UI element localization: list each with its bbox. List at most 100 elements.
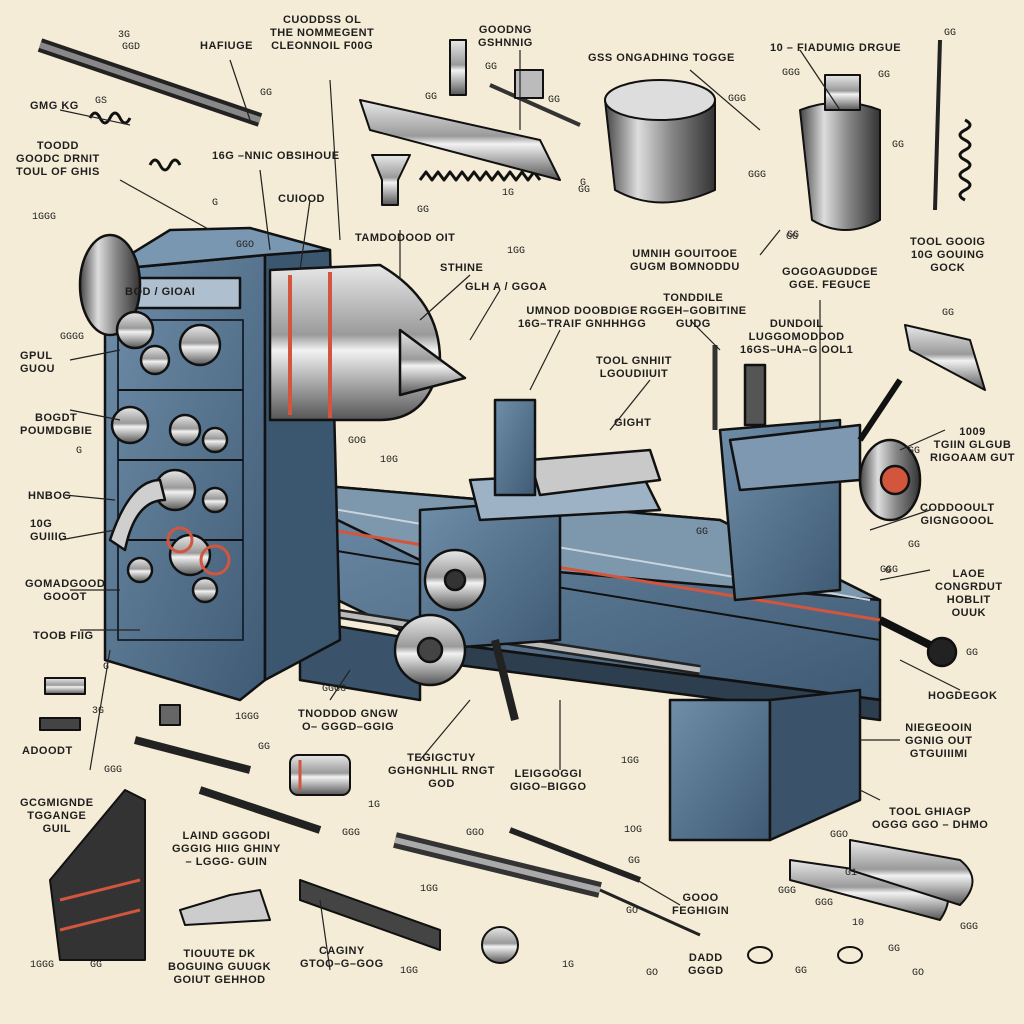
headstock [78,226,467,702]
part-number: GGGG [322,684,347,695]
part-number: GG [786,232,799,243]
part-number: G [885,566,892,577]
part-number: 1G [502,188,515,199]
label-16g-obsihoue: 16G –NNIC OBSIHOUE [212,150,340,162]
label-gcgmigndE: GCGMIGNDE TGGANGE GUIL [20,797,94,835]
part-number: GGG [728,94,747,105]
part-number: GG [908,446,921,457]
exploded-parts [37,38,986,964]
label-tool-gooig: TOOL GOOIG 10G GOUING GOCK [910,236,986,274]
part-number: GGG [104,765,123,776]
label-laoe: LAOE CONGRDUT HOBLIT OUUK [935,568,1003,619]
label-tiouute: TIOUUTE DK BOGUING GUUGK GOIUT GEHHOD [168,948,272,986]
part-number: GGG [748,170,767,181]
part-number: GG [878,70,891,81]
label-bogdt: BOGDT POUMDGBIE [20,412,93,437]
label-tool-drnit: TOODD GOODC DRNIT TOUL OF GHIS [16,140,100,178]
part-number: GGG [960,922,979,933]
label-tamdodood: TAMDODOOD OIT [355,232,456,244]
part-number: 1GG [621,756,640,767]
part-number: GG [258,742,271,753]
part-number: GGO [236,240,255,251]
part-number: G [103,662,110,673]
part-number: GG [425,92,438,103]
leader-lines [59,49,961,971]
tailstock [712,345,958,668]
label-hafiuge: HAFIUGE [200,40,253,52]
label-gight: GIGHT [614,417,652,429]
label-umnod: UMNOD DOOBDIGE 16G–TRAIF GNHHHGG [518,305,647,330]
carriage [393,398,662,721]
lathe-bed [249,478,882,842]
part-number: 10G [380,455,399,466]
label-cuiood: CUIOOD [278,193,325,205]
part-number: GS [95,96,108,107]
part-number: GGG [778,886,797,897]
part-number: GG [548,95,561,106]
part-number: GGGG [60,332,85,343]
label-adoodt: ADOODT [22,745,73,757]
label-hnbog: HNBOG [28,490,72,502]
label-gomadgood: GOMADGOOD GOOOT [25,578,106,603]
label-tool-ghiagp: TOOL GHIAGP OGGG GGO – DHMO [872,806,989,831]
part-number: GG [787,230,800,241]
part-number: GG [628,856,641,867]
part-number: 1GG [400,966,419,977]
part-number: 1GGG [235,712,260,723]
label-fiadumig-drgue: 10 – FIADUMIG DRGUE [770,42,902,54]
label-dadd: DADD GGGD [688,952,724,977]
part-number: GG [485,62,498,73]
label-caginy: CAGINY GTOO–G–GOG [300,945,384,970]
label-tnoddod: TNODDOD GNGW O– GGGD–GGIG [298,708,399,733]
part-number: 1GGG [30,960,55,971]
part-number: 3G [118,30,131,41]
part-number: GG [908,540,921,551]
label-glh-goa: GLH A / GGOA [465,281,548,293]
part-number: GGG [782,68,801,79]
label-gooo: GOOO FEGHIGIN [672,892,730,917]
label-loading-toggle: GSS ONGADHING TOGGE [588,52,735,64]
part-number: GGG [880,565,899,576]
part-number: 1G [368,800,381,811]
label-spindle-assembly: CUODDSS OL THE NOMMEGENT CLEONNOIL F00G [270,14,375,52]
part-number: GG [944,28,957,39]
part-number: GG [90,960,103,971]
part-number: GG [942,308,955,319]
label-goodng: GOODNG GSHNNIG [478,24,533,49]
part-number: 10 [852,918,865,929]
part-number: 1GG [420,884,439,895]
label-laind-gggodi: LAIND GGGODI GGGIG HIIG GHINY – LGGG- GU… [172,830,281,868]
part-number: GGG [342,828,361,839]
label-toob-fiig: TOOB FIIG [33,630,94,642]
part-number: G [76,446,83,457]
label-gmg-kg: GMG KG [30,100,79,112]
part-number: 1GGG [32,212,57,223]
part-number: GGO [466,828,485,839]
part-number: GG [260,88,273,99]
label-dundoil: DUNDOIL LUGGOMODDOD 16GS–UHA–G OOL1 [740,318,854,356]
label-coddooult: CODDOOULT GIGNGOOOL [920,502,995,527]
part-number: GO [912,968,925,979]
part-number: 1G [562,960,575,971]
part-number: GGG [815,898,834,909]
part-number: GGO [830,830,849,841]
label-sthine: STHINE [440,262,484,274]
label-hogdegok: HOGDEGOK [928,690,998,702]
part-number: GG [578,185,591,196]
part-number: GG [795,966,808,977]
label-tonddile: TONDDILE RGGEH–GOBITINE GUDG [640,292,747,330]
label-tool-gnhiit: TOOL GNHIIT LGOUDIIUIT [596,355,672,380]
headstock-plate-text: BOD / GIOAI [125,286,196,298]
part-number: GG [417,205,430,216]
label-tiin-glgub: 1009 TGIIN GLGUB RIGOAAM GUT [930,426,1015,464]
part-number: G1 [845,868,858,879]
part-number: GO [646,968,659,979]
part-number: G [212,198,219,209]
label-umnih: UMNIH GOUITOOE GUGM BOMNODDU [630,248,740,273]
part-number: GG [966,648,979,659]
part-number: G [580,178,587,189]
part-number: GOG [348,436,367,447]
label-tegigctuy: TEGIGCTUY GGHGNHLIL RNGT GOD [388,752,496,790]
